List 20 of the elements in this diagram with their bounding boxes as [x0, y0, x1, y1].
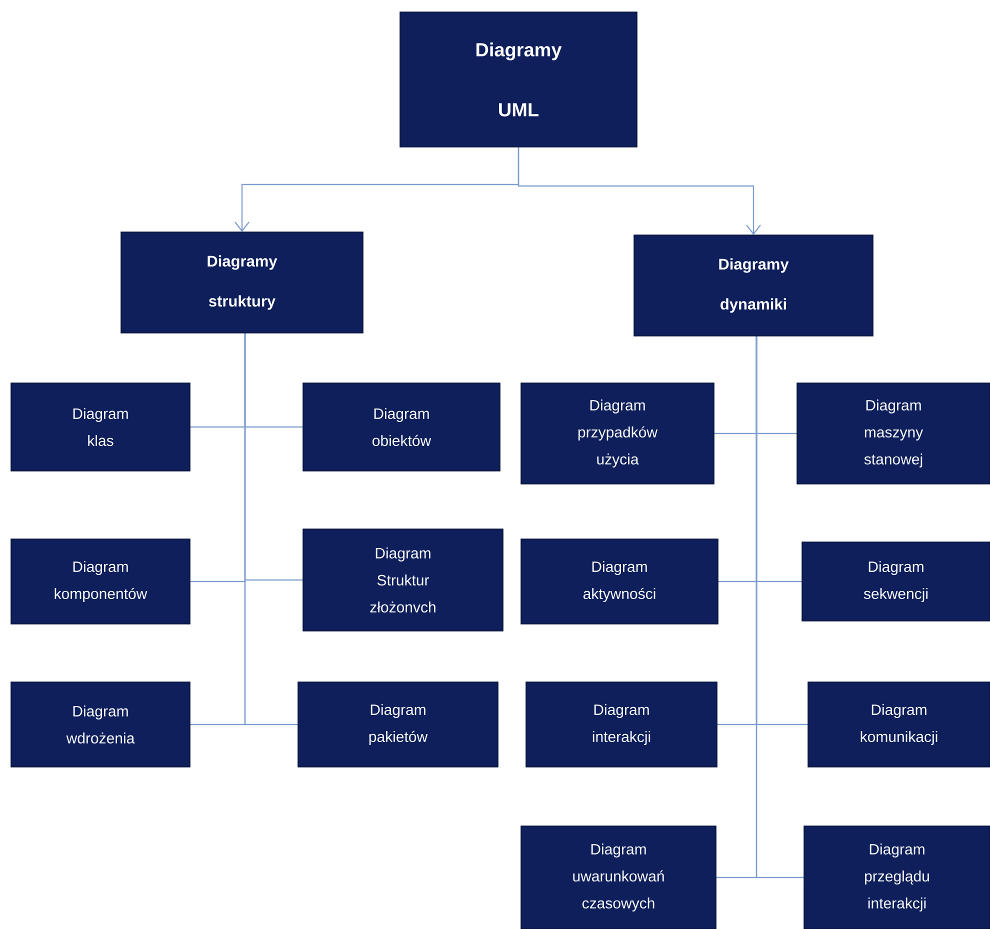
connector: [244, 333, 298, 726]
diagram-box: Diagram maszyny stanowej: [796, 382, 990, 484]
connector: [756, 336, 804, 878]
diagram-box: Diagram przypadków użycia: [520, 382, 714, 484]
diagram-box: Diagram pakietów: [298, 682, 498, 768]
diagram-box: Diagram przeglądu interakcji: [804, 826, 990, 929]
connector: [518, 147, 761, 235]
diagram-box: Diagram komunikacji: [808, 682, 990, 768]
diagram-box: Diagram aktywności: [520, 538, 718, 624]
diagram-box: Diagram komponentów: [10, 538, 190, 624]
diagram-box: Diagram wdrożenia: [10, 682, 190, 768]
diagram-box: Diagramy dynamiki: [634, 234, 874, 336]
diagram-box: Diagramy struktury: [120, 232, 364, 334]
diagram-box: Diagram uwarunkowań czasowych: [520, 826, 716, 929]
diagram-box: Diagram interakcji: [526, 682, 718, 768]
diagram-box: Diagram klas: [10, 382, 190, 472]
diagram-box: Diagram obiektów: [302, 382, 500, 472]
diagram-box: Diagramy UML: [400, 12, 638, 148]
diagram-box: Diagram Struktur złożonvch: [302, 528, 504, 632]
diagram-box: Diagram sekwencji: [802, 542, 990, 622]
